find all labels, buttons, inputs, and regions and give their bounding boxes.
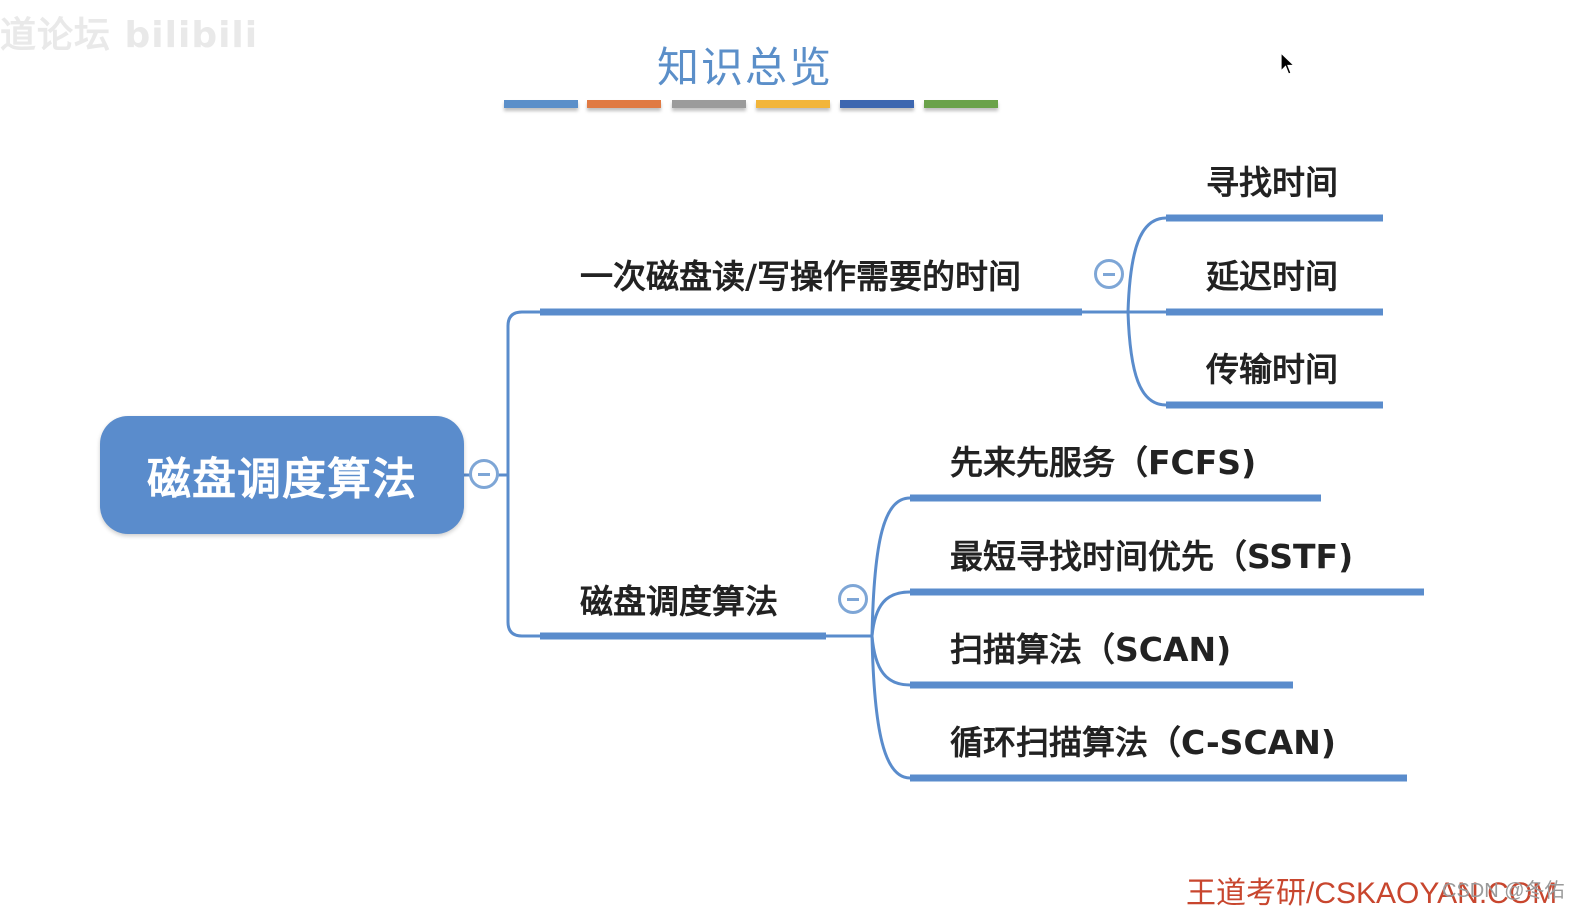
title-bar-darkblue [840, 100, 914, 108]
branch-1-fan-top [1126, 216, 1167, 313]
title-bar-yellow [756, 100, 830, 108]
leaf-sstf[interactable]: 最短寻找时间优先（SSTF) [950, 537, 1354, 576]
footer-credit: CSDN @冬佑 [1442, 880, 1565, 902]
footer-brand: 王道考研/CSKAOYAN.COM [1186, 877, 1558, 908]
branch-1-fan-bottom [1126, 311, 1167, 407]
leaf-c-scan[interactable]: 循环扫描算法（C-SCAN) [950, 723, 1336, 762]
branch-2-fan-3 [870, 635, 911, 687]
title-bar-gray [672, 100, 746, 108]
root-node[interactable]: 磁盘调度算法 [100, 416, 464, 534]
title-color-bars [504, 100, 1004, 112]
root-node-label: 磁盘调度算法 [147, 454, 417, 505]
leaf-rotational-delay[interactable]: 延迟时间 [1206, 257, 1338, 296]
branch-1-collapse-icon[interactable] [1094, 259, 1124, 289]
leaf-fcfs[interactable]: 先来先服务（FCFS) [950, 443, 1257, 482]
trunk-up [506, 310, 540, 475]
title-bar-green [924, 100, 998, 108]
branch-2-fan-2 [870, 590, 911, 637]
page-title: 知识总览 [656, 43, 833, 92]
leaf-seek-time[interactable]: 寻找时间 [1206, 163, 1338, 202]
branch-label-disk-io-time[interactable]: 一次磁盘读/写操作需要的时间 [580, 257, 1022, 296]
branch-2-collapse-icon[interactable] [838, 584, 868, 614]
root-collapse-icon[interactable] [469, 459, 499, 489]
branch-2-fan-4 [870, 635, 911, 780]
mouse-pointer-icon [1280, 52, 1296, 75]
title-bar-blue [504, 100, 578, 108]
bilibili-watermark: 道论坛 bilibili [0, 15, 259, 56]
branch-2-fan-1 [870, 496, 911, 637]
trunk-down [506, 475, 540, 638]
leaf-transfer-time[interactable]: 传输时间 [1206, 350, 1338, 389]
title-bar-orange [587, 100, 661, 108]
leaf-scan[interactable]: 扫描算法（SCAN) [950, 630, 1232, 669]
branch-label-scheduling-algorithms[interactable]: 磁盘调度算法 [580, 582, 778, 621]
